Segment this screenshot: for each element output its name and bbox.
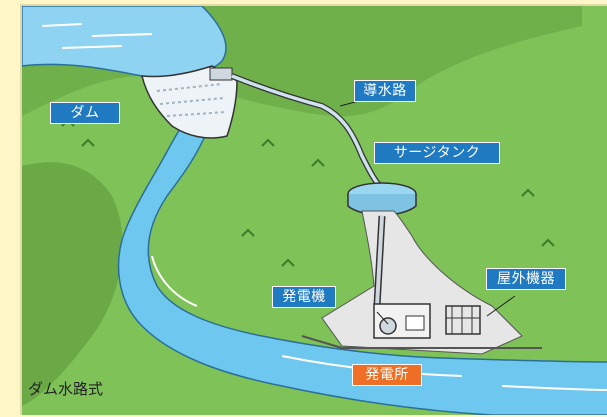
hydro-scene <box>22 6 607 415</box>
control-panel <box>405 315 425 331</box>
outdoor-equipment-leader <box>486 295 516 317</box>
intake-structure <box>209 67 233 81</box>
label-dam: ダム <box>50 102 120 124</box>
river <box>117 114 607 415</box>
label-outdoor-equipment: 屋外機器 <box>486 268 566 290</box>
diagram-caption: ダム水路式 <box>28 380 104 398</box>
generator-machine <box>379 317 397 335</box>
label-generator: 発電機 <box>272 286 336 308</box>
shore-wall <box>301 335 542 349</box>
penstock <box>375 215 384 307</box>
outdoor-equipment-frame <box>445 305 481 335</box>
generator-leader <box>376 311 389 325</box>
hill-shade-left <box>22 162 123 406</box>
label-power-station: 発電所 <box>352 364 422 386</box>
reservoir-ripples <box>41 23 153 49</box>
dam-spillway-lines <box>156 83 227 117</box>
label-surge-tank: サージタンク <box>374 142 500 164</box>
conduit-pipe <box>231 74 384 190</box>
outdoor-equipment-lattice <box>446 306 480 334</box>
illustration-area <box>20 4 607 415</box>
label-conduit: 導水路 <box>354 80 416 102</box>
